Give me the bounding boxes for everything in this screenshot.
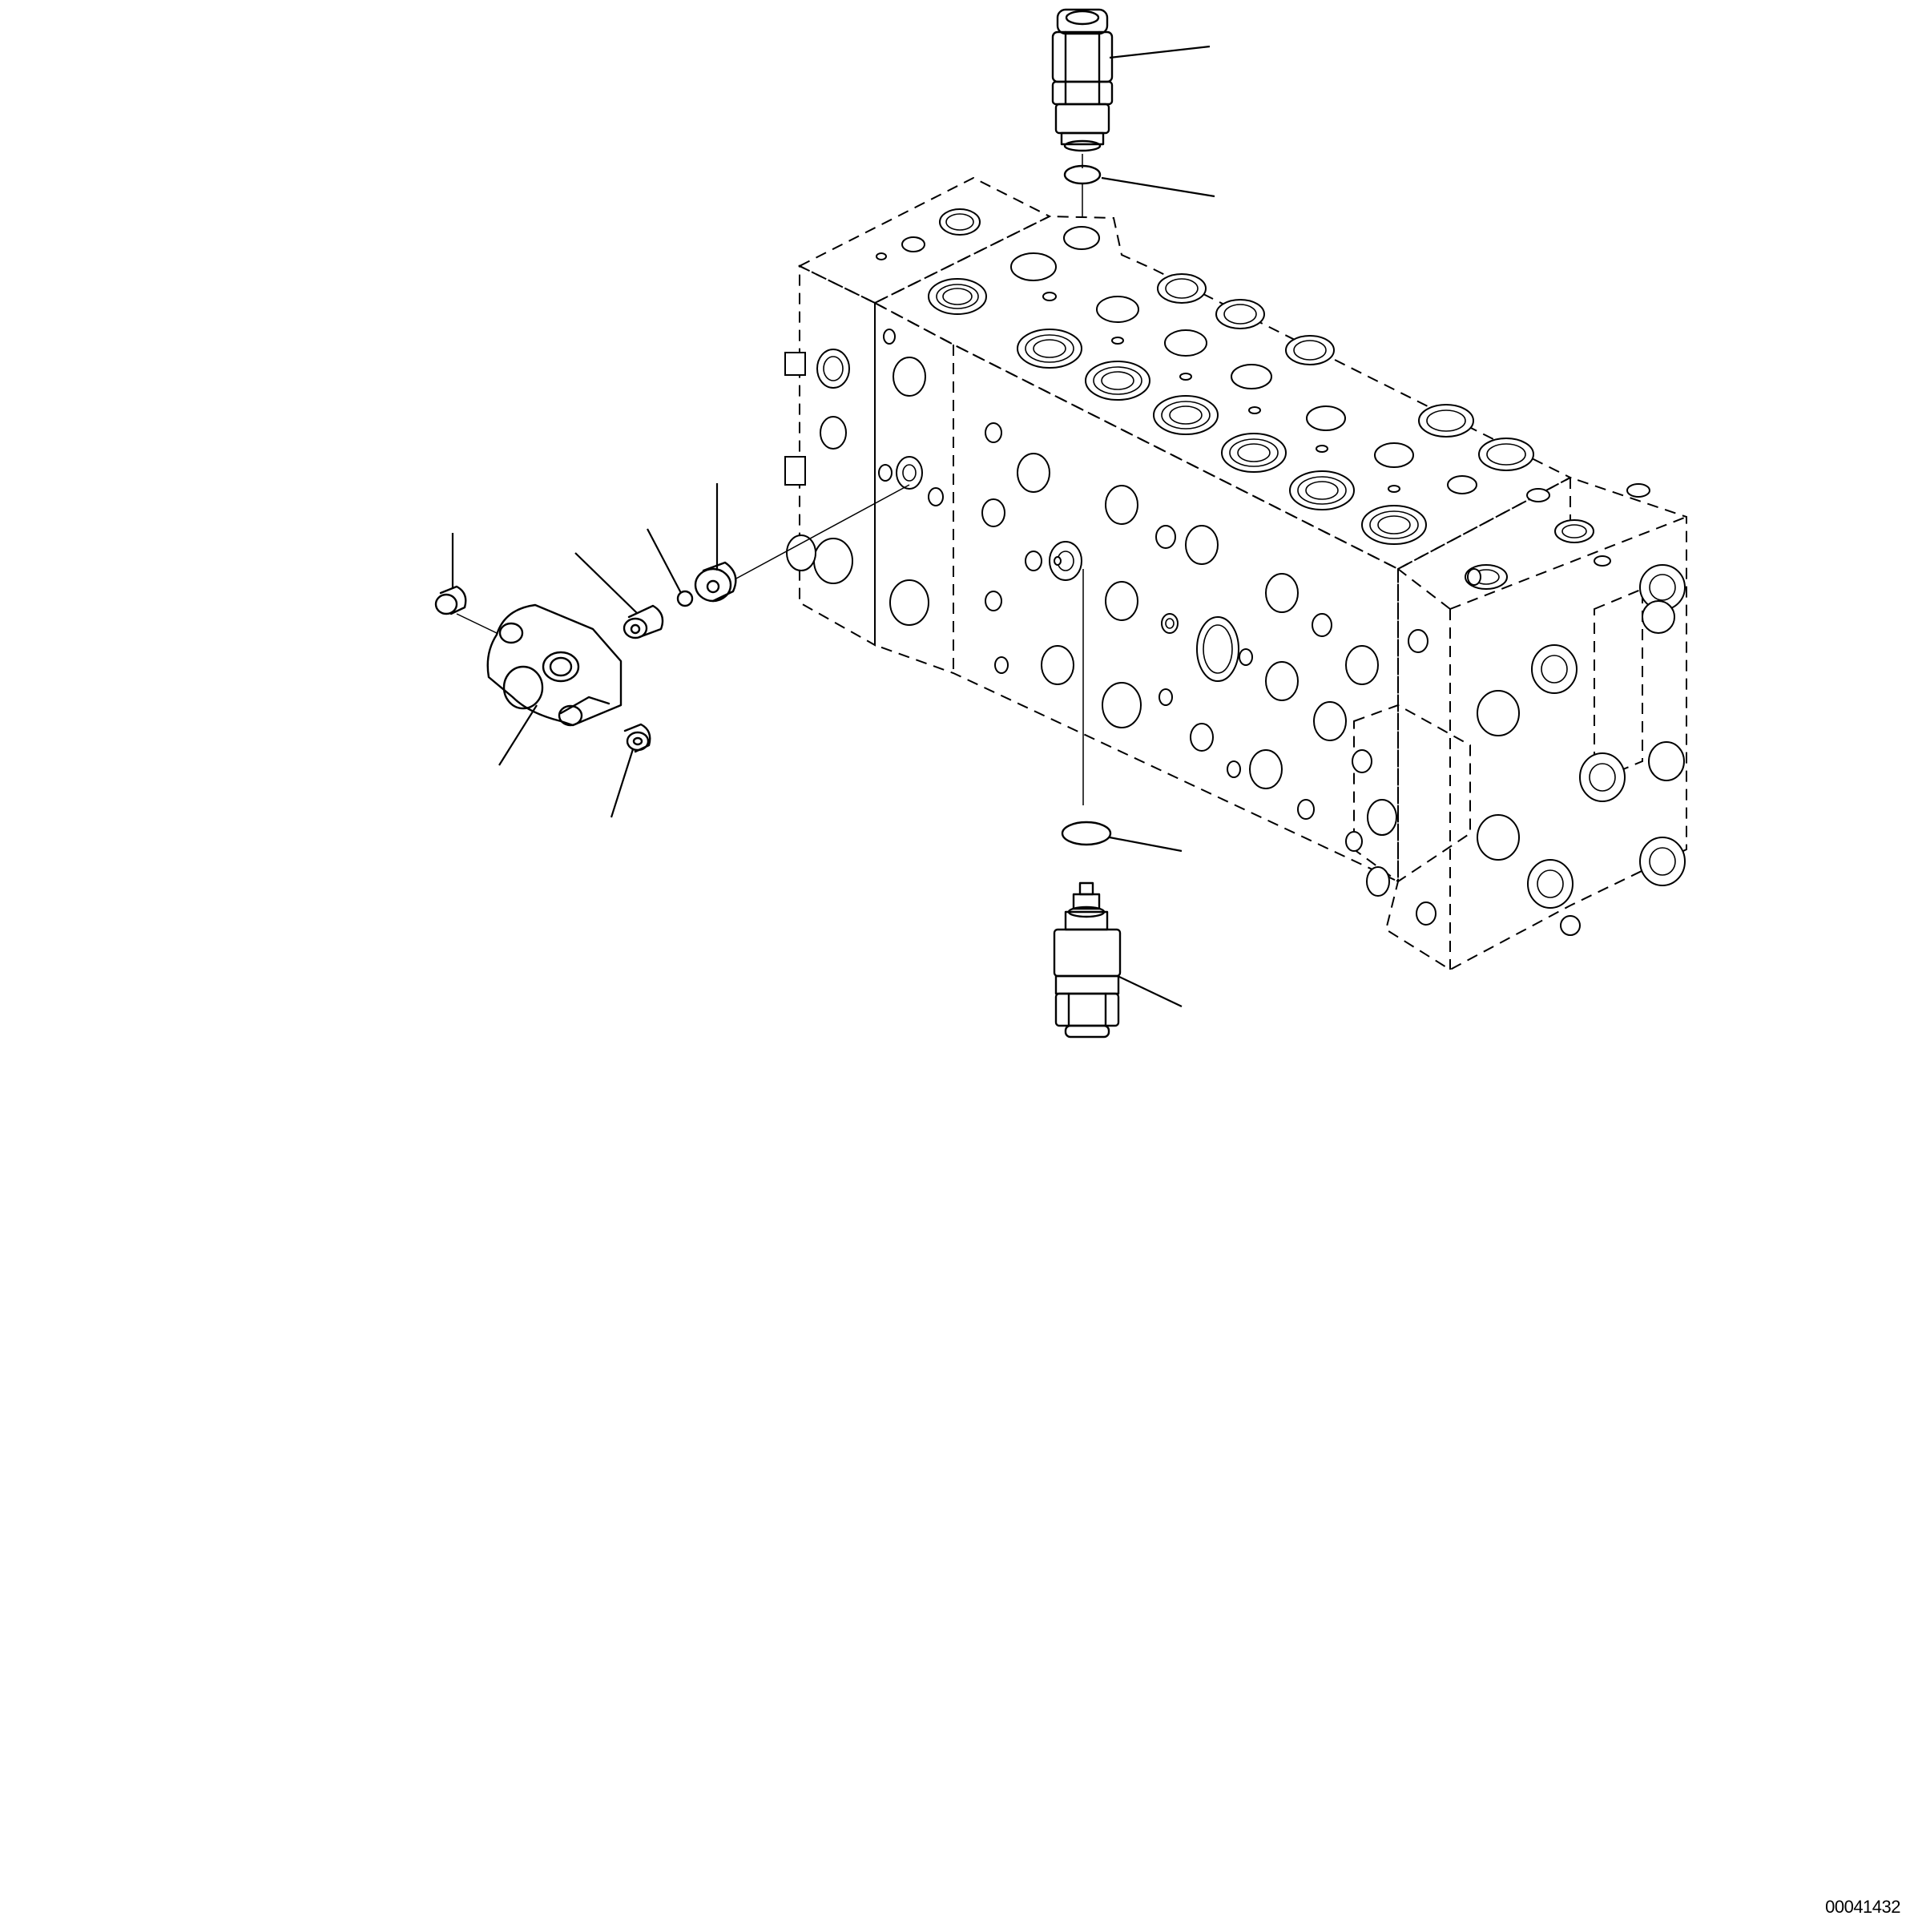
relief-valve-bottom xyxy=(1053,881,1122,1039)
plug-lower xyxy=(623,723,651,753)
top-port-holes xyxy=(876,208,1650,590)
leader-lines xyxy=(451,45,1215,1007)
left-side-bosses xyxy=(784,352,816,571)
front-port-holes xyxy=(813,329,1379,852)
leader-cover-block xyxy=(498,704,538,766)
leader-relief-valve-top xyxy=(1109,45,1211,59)
plug-left xyxy=(434,585,467,615)
orifice-plug xyxy=(623,604,664,639)
axis-line-left xyxy=(734,484,910,580)
leader-relief-valve-bottom xyxy=(1117,975,1183,1007)
ball xyxy=(676,590,694,607)
leader-orifice-plug xyxy=(574,552,638,614)
leader-o-ring-bottom xyxy=(1109,836,1183,853)
spacer-plug xyxy=(694,561,737,603)
control-valve-body xyxy=(784,176,1687,971)
right-end-bosses xyxy=(1366,564,1686,936)
leader-plug-lower xyxy=(610,748,635,818)
o-ring-bottom xyxy=(1061,821,1112,846)
relief-valve-top xyxy=(1051,8,1114,152)
drawing-number: 00041432 xyxy=(1825,1897,1900,1917)
axis-line-plug xyxy=(456,613,498,634)
o-ring-top xyxy=(1063,164,1102,185)
cover-block xyxy=(486,603,623,727)
leader-ball xyxy=(647,528,682,594)
leader-o-ring-top xyxy=(1101,176,1215,198)
